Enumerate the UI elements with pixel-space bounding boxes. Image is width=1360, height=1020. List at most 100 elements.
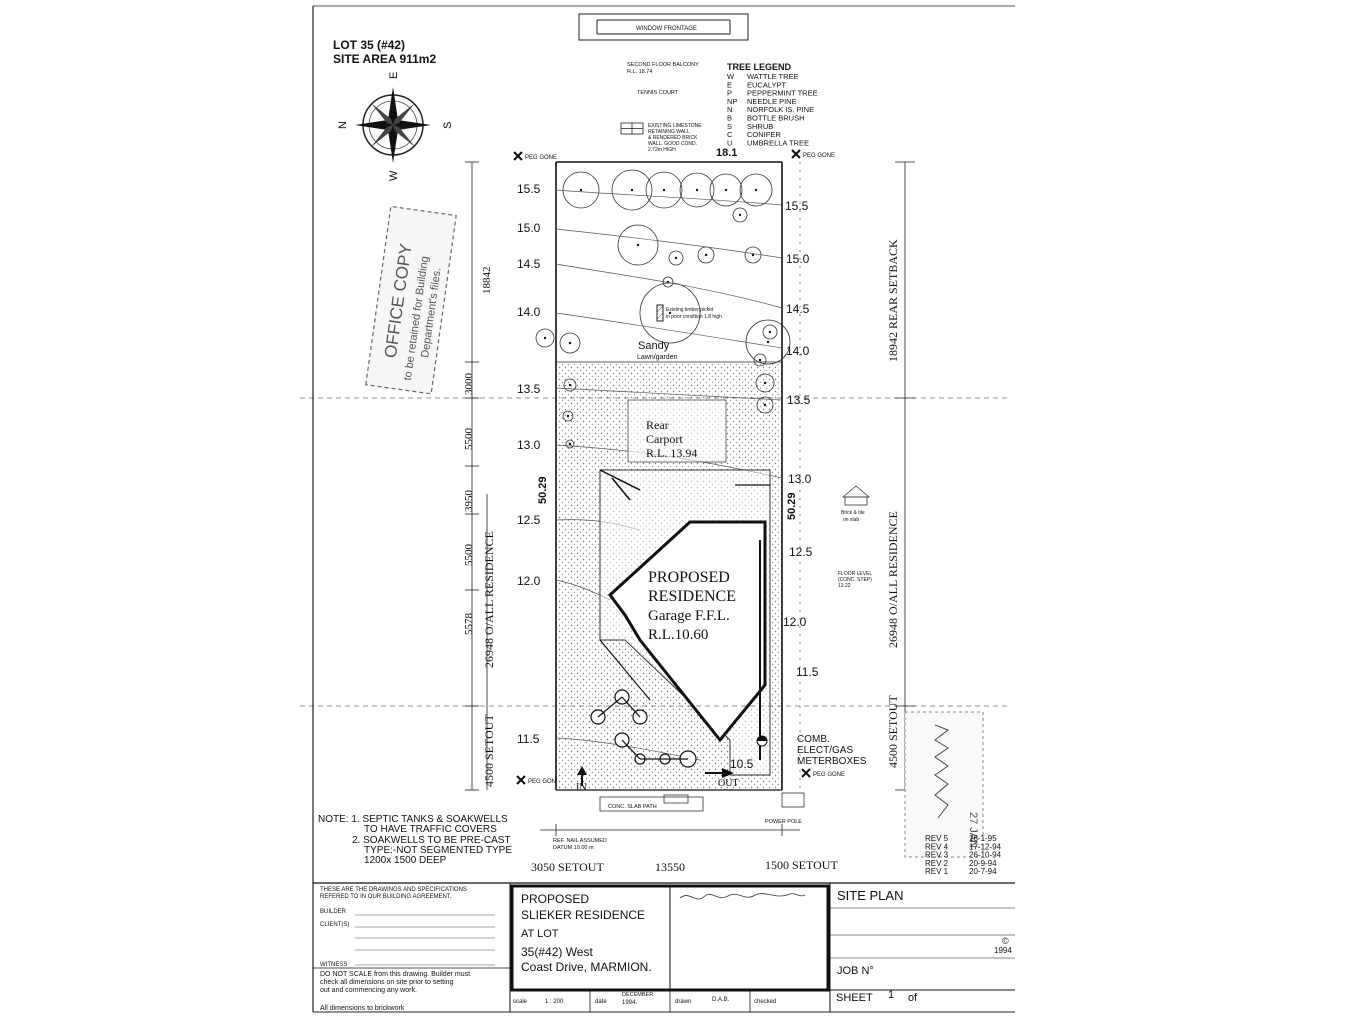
tree-trunk: [724, 188, 728, 192]
legend-code: B: [727, 114, 732, 123]
compass-south-label: S: [442, 122, 454, 129]
project-line-5: Coast Drive, MARMION.: [521, 960, 652, 974]
tree-trunk: [738, 213, 742, 217]
tree-canopy: [756, 396, 774, 414]
scale-value: 1 : 200: [545, 999, 564, 1005]
tree-canopy: [563, 378, 577, 392]
tree-trunk: [674, 256, 678, 260]
contour-label: 14.0: [517, 305, 541, 319]
compass-east-label: E: [388, 72, 400, 79]
ref-nail-label-2: DATUM 10.00 m: [553, 845, 594, 851]
revision-id: REV 3: [925, 851, 949, 860]
legend-code: C: [727, 130, 733, 139]
contour-label: 12.5: [789, 545, 813, 559]
tree-canopy: [645, 171, 683, 209]
floor-level-1: FLOOR LEVEL: [838, 571, 872, 577]
tree-canopy: [562, 171, 600, 209]
date-label: date: [595, 999, 607, 1005]
left-dimension-value: 5500: [463, 544, 475, 567]
retaining-wall-symbol: [620, 122, 644, 135]
north-compass: N E S W: [337, 72, 454, 181]
peg-gone-label: PEG GONE: [813, 772, 845, 778]
tree-trunk: [566, 414, 570, 418]
residence-label-3: Garage F.F.L.: [648, 608, 730, 624]
fence-note-1: Existing timber picket: [666, 307, 714, 313]
legend-name: PEPPERMINT TREE: [747, 89, 818, 98]
witness-label: WITNESS: [320, 962, 347, 968]
contour-label: 11.5: [517, 732, 540, 746]
legend-code: W: [727, 72, 735, 81]
scale-label: scale: [513, 999, 528, 1005]
tree-trunk: [763, 403, 767, 407]
tree-canopy: [668, 250, 684, 266]
revision-date: 26-10-94: [969, 851, 1002, 860]
tree-trunk: [758, 358, 762, 362]
residence-label-1: PROPOSED: [648, 569, 730, 586]
legend-name: CONIFER: [747, 130, 781, 139]
slab-note-1: Brick & tile: [841, 510, 865, 516]
project-line-2: SLIEKER RESIDENCE: [521, 908, 645, 922]
tennis-court-label: TENNIS COURT: [637, 90, 679, 96]
job-no-label: JOB N°: [837, 965, 874, 977]
front-slab-path: [599, 792, 805, 812]
floor-level-2: (CONC. STEP): [838, 577, 872, 583]
tree-trunk: [568, 383, 572, 387]
drawn-label: drawn: [675, 999, 691, 1005]
contour-label: 11.5: [796, 665, 819, 679]
revision-id: REV 2: [925, 859, 949, 868]
left-dimension-lines: [471, 162, 488, 790]
tree-canopy: [732, 207, 748, 223]
tree-trunk: [568, 442, 572, 446]
bottom-dimension: [540, 824, 800, 836]
peg-gone-label: PEG GONE: [525, 155, 557, 161]
trees: [535, 169, 791, 449]
tree-canopy: [565, 439, 575, 449]
out-label: OUT: [718, 778, 739, 789]
tree-canopy: [559, 332, 581, 354]
carport-label-3: R.L. 13.94: [646, 446, 697, 460]
note-1a: NOTE: 1. SEPTIC TANKS & SOAKWELLS: [318, 814, 508, 825]
copyright-symbol: ©: [1002, 936, 1009, 946]
contour-label: 15.5: [785, 199, 809, 213]
right-dimension-lines: [300, 161, 1010, 791]
residence-label-4: R.L.10.60: [648, 627, 708, 643]
contour-label: 13.0: [517, 438, 541, 452]
revision-date: 20-9-94: [969, 859, 997, 868]
wall-note-4: WALL. GOOD COND.: [648, 141, 697, 147]
in-label: IN: [576, 782, 587, 793]
legend-code: P: [727, 89, 732, 98]
residence-label-2: RESIDENCE: [648, 588, 736, 605]
tree-trunk: [579, 188, 583, 192]
balcony-label-2: R.L. 18.74: [627, 69, 652, 75]
ref-nail-label-1: REF. NAIL ASSUMED: [553, 838, 607, 844]
tree-trunk: [568, 341, 572, 345]
signature-scribble: [679, 893, 806, 900]
legend-name: NORFOLK IS. PINE: [747, 105, 814, 114]
legend-name: BOTTLE BRUSH: [747, 114, 805, 123]
slab-note-2: on slab: [843, 517, 859, 523]
warning-line-2: check all dimensions on site prior to se…: [320, 979, 454, 986]
wall-note-1: EXISTING LIMESTONE: [648, 123, 702, 129]
contour-labels-right: 15.515.014.514.013.513.012.512.011.510.5: [730, 199, 819, 771]
tree-canopy: [679, 172, 715, 208]
peg-gone-marker: PEG GONE: [801, 768, 845, 778]
warning-line-1: DO NOT SCALE from this drawing. Builder …: [320, 971, 470, 978]
tree-trunk: [751, 253, 755, 257]
setout-left-label: 3050 SETOUT: [531, 860, 604, 874]
contour-label: 13.0: [788, 472, 812, 486]
peg-gone-marker: PEG GONE: [516, 775, 560, 785]
checked-label: checked: [754, 999, 776, 1005]
project-line-4: 35(#42) West: [521, 945, 593, 959]
right-overall-label: 26948 O/ALL RESIDENCE: [886, 511, 900, 648]
fence-note-2: in poor condition 1.8 high: [666, 314, 722, 320]
office-copy-stamp: OFFICE COPY to be retained for Building …: [365, 205, 457, 395]
sandy-label: Sandy: [638, 340, 670, 352]
tree-canopy: [762, 324, 778, 340]
contour-label: 13.5: [787, 393, 811, 407]
revision-id: REV 1: [925, 867, 949, 876]
contour-label: 13.5: [517, 382, 541, 396]
warning-line-4: All dimensions to brickwork: [320, 1005, 405, 1012]
slab-path-label: CONC. SLAB PATH: [608, 804, 657, 810]
of-label: of: [908, 992, 918, 1004]
